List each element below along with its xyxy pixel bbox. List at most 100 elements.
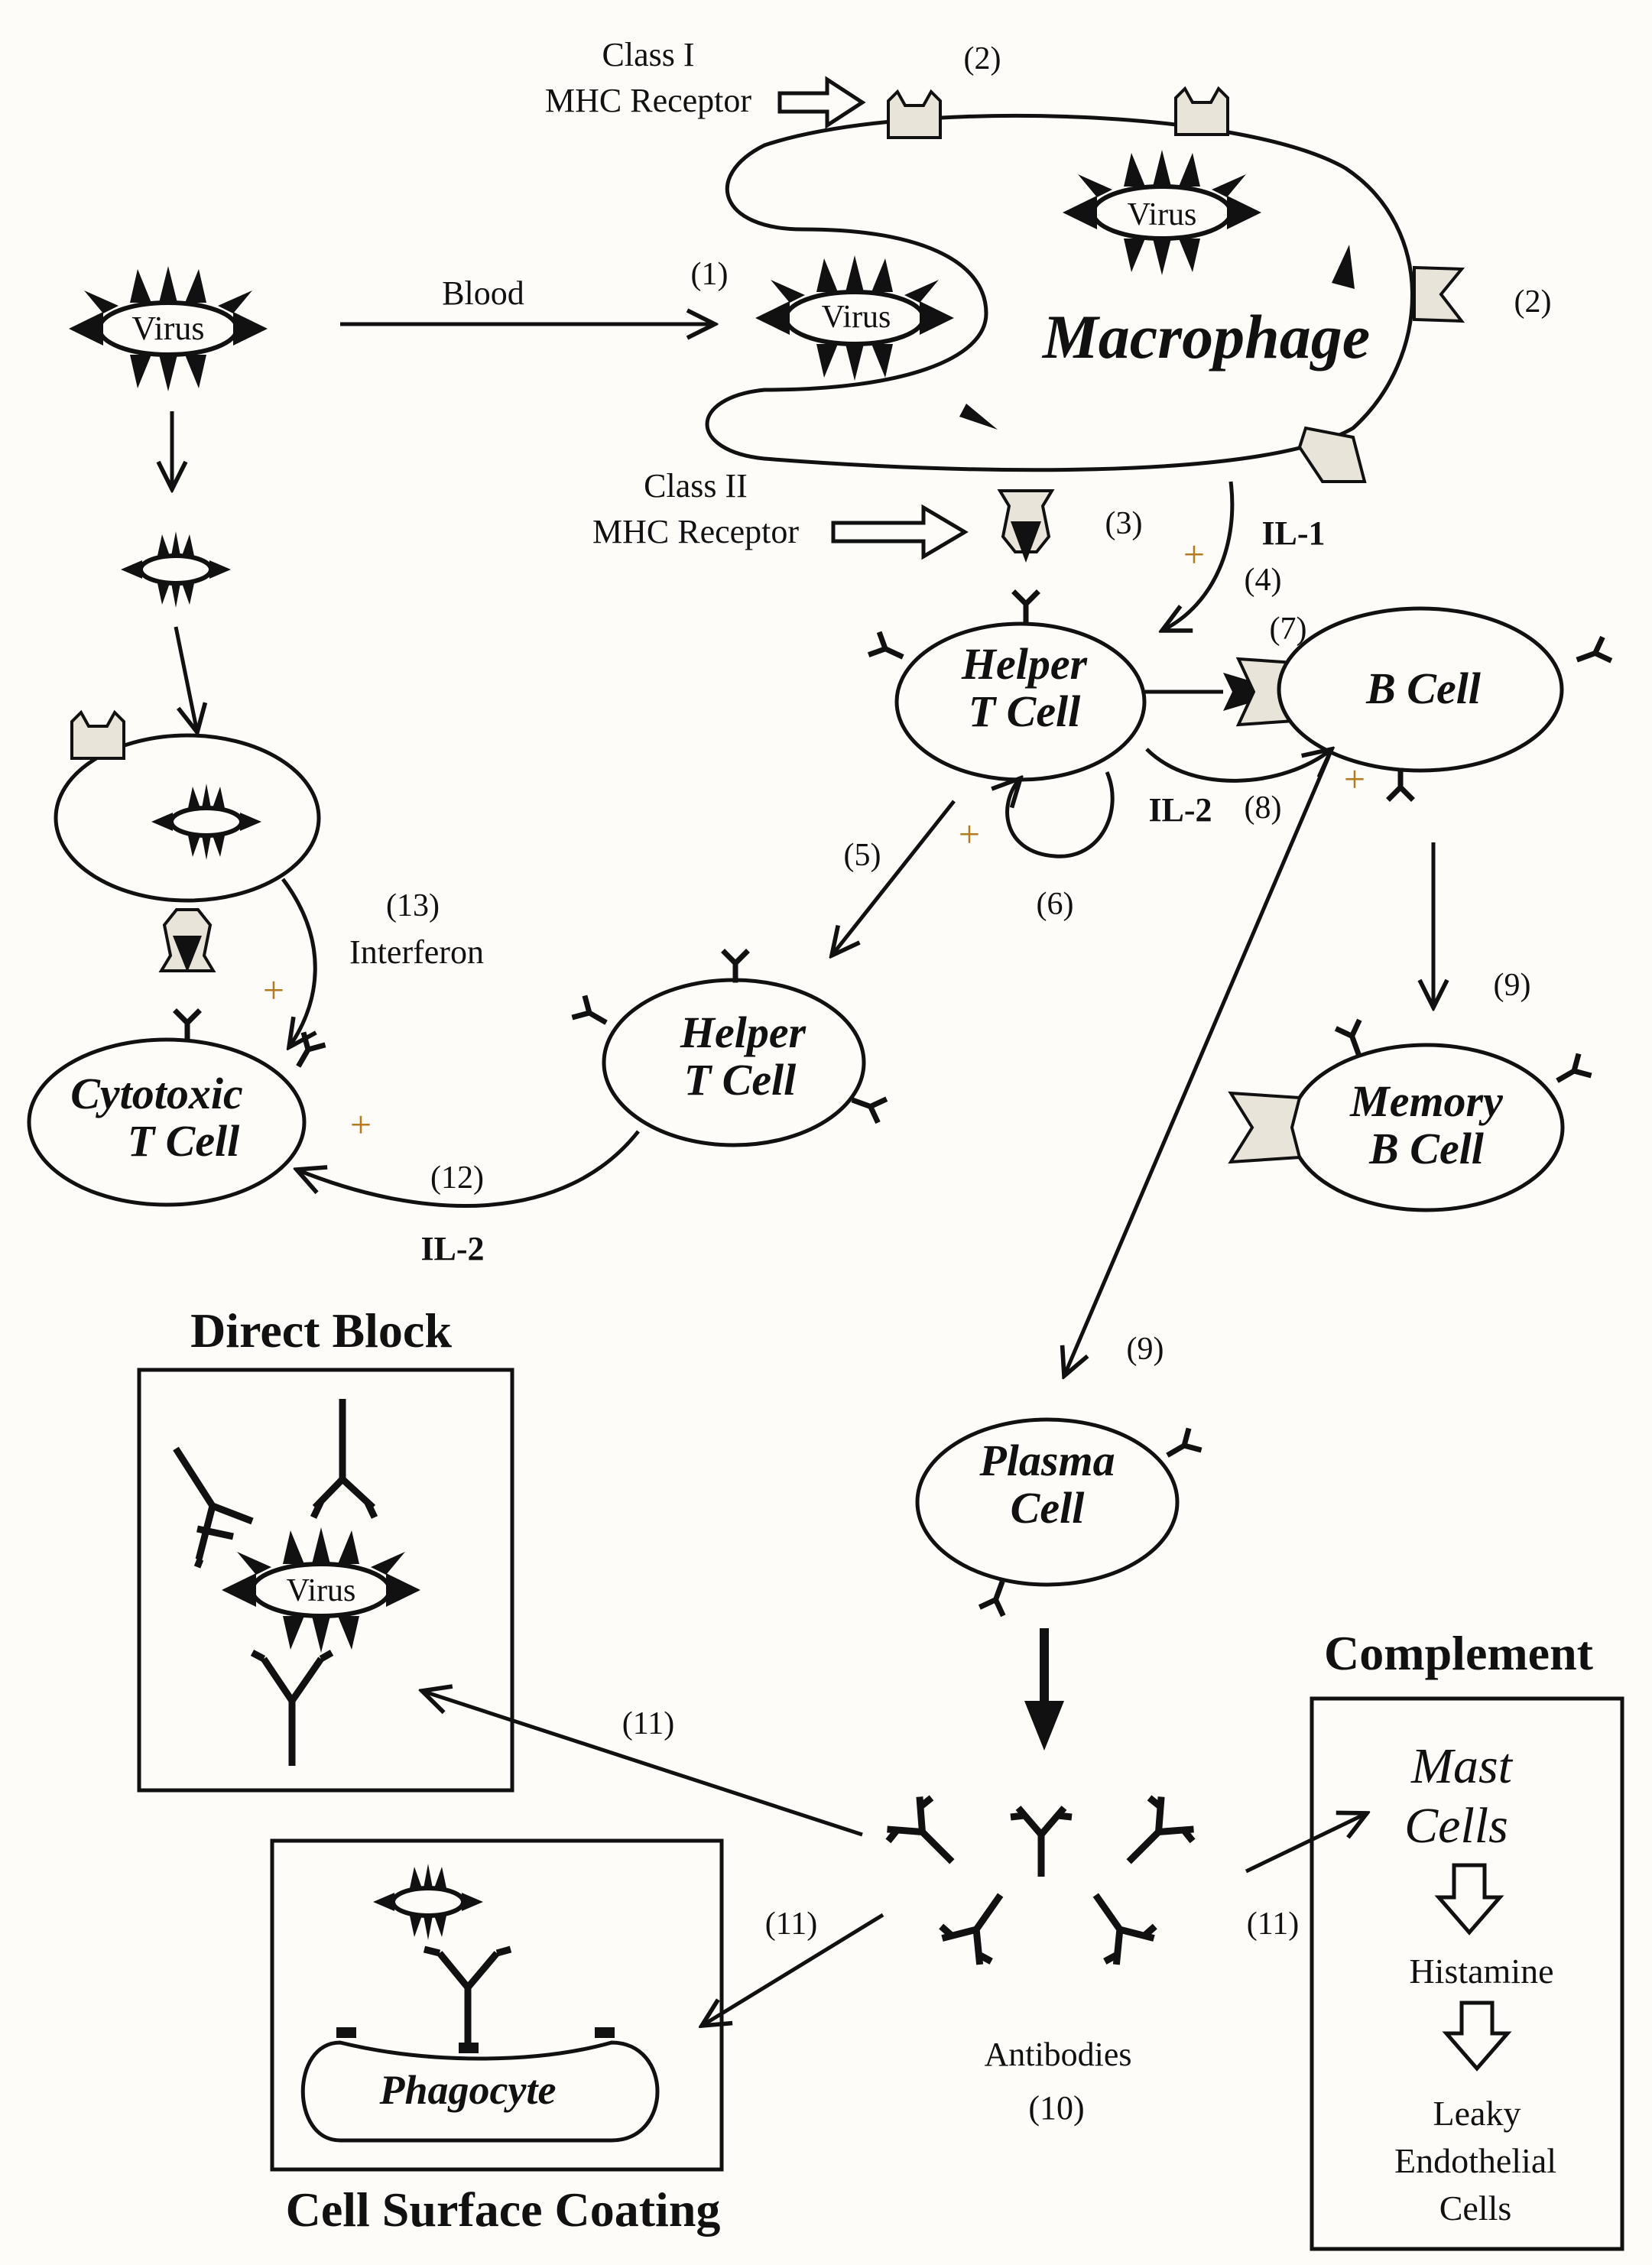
step-1: (1) (691, 257, 729, 292)
il2-to-bcell-arrow (1145, 749, 1332, 783)
leaky-line1: Leaky (1433, 2094, 1521, 2133)
leaky-line3: Cells (1439, 2189, 1512, 2228)
complement-arrow (1245, 1813, 1367, 1874)
plus-loop: + (959, 813, 980, 855)
step-3: (3) (1105, 506, 1143, 541)
helper-second-line2: T Cell (684, 1055, 797, 1105)
macrophage-cell (705, 113, 1414, 472)
bcell-label: B Cell (1365, 664, 1482, 713)
direct-block-heading: Direct Block (190, 1303, 452, 1358)
il2-label-bottom: IL-2 (420, 1230, 484, 1267)
step-2-top: (2) (964, 41, 1001, 76)
cytotoxic-line2: T Cell (128, 1116, 240, 1166)
plus-bcell: + (1344, 758, 1365, 800)
class1-label-line2: MHC Receptor (545, 82, 751, 119)
cell-surface-coating-panel (270, 1838, 724, 2172)
phagocyte-receptor-1 (336, 2027, 356, 2038)
histamine-hollow-arrow (1434, 1863, 1504, 1936)
plasma-line1: Plasma (979, 1436, 1115, 1485)
helper-top-line2: T Cell (969, 686, 1081, 736)
phagocyte-cell (300, 2040, 660, 2143)
cytotoxic-receptor-1 (177, 1012, 198, 1040)
step-6: (6) (1037, 887, 1074, 922)
class1-label-line1: Class I (602, 36, 695, 73)
step-8: (8) (1245, 790, 1282, 826)
phagocyte-label: Phagocyte (379, 2067, 557, 2113)
plasma-receptor-1 (1164, 1431, 1199, 1463)
free-virus: Virus (69, 266, 268, 391)
step-13: (13) (386, 888, 440, 923)
interferon-label: Interferon (349, 933, 484, 971)
plasma-receptor-2 (982, 1580, 1012, 1613)
step-10: (10) (1028, 2089, 1084, 2127)
antibody-1 (1011, 1808, 1072, 1877)
helper-top-receptor-2 (871, 634, 904, 666)
step-9-plasma: (9) (1127, 1332, 1164, 1367)
il2-label-top: IL-2 (1148, 791, 1212, 829)
blocking-antibody-bottom (250, 1650, 334, 1766)
virus-small-1 (121, 531, 231, 608)
antibody-4 (936, 1877, 1025, 1969)
class2-label-line2: MHC Receptor (592, 513, 799, 550)
internal-virus: Virus (1063, 150, 1261, 275)
step-5: (5) (844, 838, 881, 873)
virus-down-arrow-2 (174, 626, 197, 732)
antibody-2 (881, 1791, 973, 1883)
phagocyte-receptor-2 (459, 2043, 479, 2053)
helper-second-line1: Helper (680, 1008, 807, 1057)
self-stimulation-loop (1008, 771, 1115, 858)
cytotoxic-t-cell (27, 1037, 307, 1207)
mast-line1: Mast (1410, 1738, 1514, 1794)
plus-interferon: + (263, 969, 284, 1011)
internal-virus-label: Virus (1128, 197, 1197, 232)
infected-cell-mhc1 (70, 711, 125, 760)
blood-label: Blood (442, 274, 524, 312)
class1-mhc-receptor-2 (1174, 87, 1229, 136)
plasma-cell-arrow (1064, 756, 1331, 1376)
plus-il1: + (1183, 533, 1205, 576)
mhc-receptor-right (1413, 265, 1465, 323)
step-7: (7) (1270, 612, 1307, 647)
memory-line1: Memory (1349, 1076, 1503, 1126)
class1-hollow-arrow (777, 76, 866, 129)
blocked-virus-label: Virus (287, 1573, 356, 1608)
step-11-complement: (11) (1247, 1906, 1299, 1942)
step-11-direct: (11) (622, 1706, 674, 1741)
infected-cell-antigen (173, 936, 202, 972)
plasma-cell (915, 1417, 1180, 1587)
antibody-production-arrowhead (1024, 1701, 1064, 1751)
step-4: (4) (1245, 563, 1282, 598)
complement-heading: Complement (1324, 1626, 1594, 1680)
helper-bcell-receptor (1223, 673, 1254, 711)
il1-label: IL-1 (1261, 514, 1325, 552)
step-9-memory: (9) (1494, 968, 1531, 1003)
cytotoxic-line1: Cytotoxic (70, 1069, 243, 1118)
complement-panel (1310, 1696, 1624, 2251)
memory-line2: B Cell (1368, 1124, 1485, 1173)
mast-line2: Cells (1404, 1798, 1508, 1854)
blocked-virus: Virus (222, 1527, 420, 1653)
coating-antibody (423, 1945, 512, 2049)
bcell-receptor-2 (1390, 771, 1411, 798)
mhc-receptor-bottom (1297, 426, 1367, 483)
step-2-right: (2) (1514, 284, 1552, 320)
engulfed-virus-label: Virus (822, 300, 891, 335)
b-cell (1277, 606, 1564, 773)
phagocyte-receptor-3 (595, 2027, 615, 2038)
helper-second-receptor-3 (851, 1091, 884, 1121)
interferon-arrow (281, 878, 317, 1047)
memory-receptor-2 (1554, 1056, 1589, 1089)
il1-arrow (1162, 481, 1235, 631)
fragment-1 (1332, 245, 1355, 289)
antibody-3 (1107, 1791, 1199, 1883)
plasma-line2: Cell (1011, 1483, 1086, 1533)
virus-label: Virus (131, 310, 204, 347)
helper-second-receptor-1 (725, 952, 746, 980)
antibodies-cluster (881, 1791, 1199, 1968)
step-12: (12) (430, 1160, 484, 1196)
helper-proliferation-arrow (832, 800, 956, 956)
helper-second-receptor-2 (575, 998, 609, 1030)
memory-receptor-1 (1339, 1022, 1368, 1055)
presented-antigen (1011, 521, 1041, 563)
